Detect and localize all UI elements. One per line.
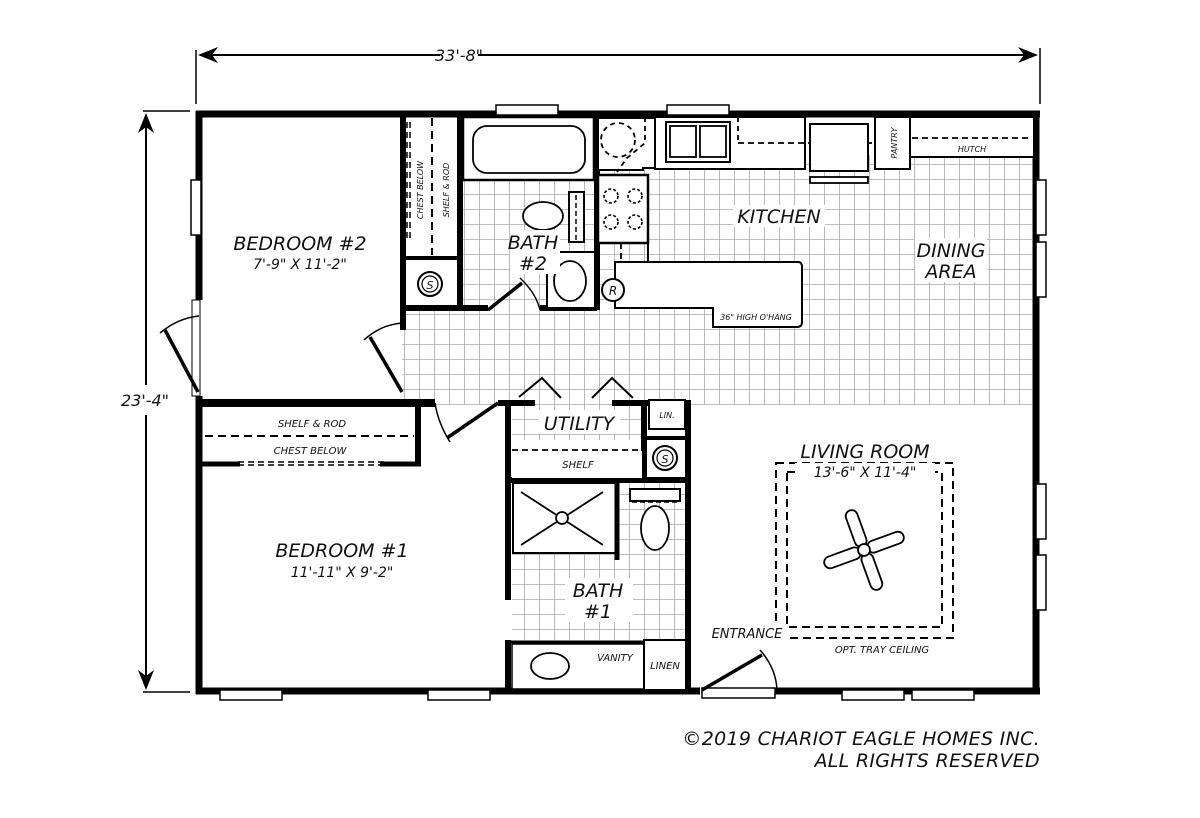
shelf-rod-label: SHELF & ROD <box>278 419 346 430</box>
dining-name-line2: AREA <box>923 261 976 283</box>
living-room-dims: 13'-6" X 11'-4" <box>814 465 917 481</box>
bath2-name-line2: #2 <box>519 253 547 275</box>
linen-label: LINEN <box>650 661 680 672</box>
bath1-fixtures: VANITY LINEN <box>511 482 687 691</box>
bedroom2-closet: CHEST BELOW SHELF & ROD S <box>406 118 451 297</box>
chest-below-label: CHEST BELOW <box>274 446 348 457</box>
refrigerator-space <box>809 123 869 172</box>
depth-dimension: 23'-4" <box>121 110 190 693</box>
living-room-name: LIVING ROOM <box>800 441 929 463</box>
svg-text:S: S <box>427 279 434 292</box>
vanity-label: VANITY <box>597 653 634 664</box>
tray-ceiling-label: OPT. TRAY CEILING <box>835 645 930 656</box>
hutch <box>909 116 1035 158</box>
hutch-label: HUTCH <box>958 145 986 154</box>
doors[interactable] <box>159 277 778 699</box>
kitchen-fixtures: PANTRY HUTCH 36" HIGH O'HANG R <box>596 116 1035 328</box>
bedroom2-name: BEDROOM #2 <box>233 233 366 255</box>
tray-ceiling <box>775 462 954 639</box>
range-icon <box>596 173 650 245</box>
bath2-name-line1: BATH <box>508 232 559 254</box>
vanity-sink-icon <box>530 652 570 680</box>
bath1-name-line2: #1 <box>584 601 612 623</box>
chest-below-vertical: CHEST BELOW <box>416 160 425 219</box>
water-heater-icon: S <box>417 271 443 297</box>
toilet-icon <box>522 201 564 231</box>
pantry <box>874 116 911 170</box>
bedroom2-dims: 7'-9" X 11'-2" <box>253 257 347 273</box>
bedroom1-closet: SHELF & ROD CHEST BELOW <box>205 419 414 466</box>
bath1-name-line1: BATH <box>573 580 624 602</box>
room-labels: BEDROOM #2 7'-9" X 11'-2" BATH #2 KITCHE… <box>233 205 987 656</box>
lin-label: LIN. <box>659 411 674 420</box>
tile-floors <box>402 155 1032 640</box>
water-heater-icon-2: S <box>652 445 678 471</box>
shelf-label: SHELF <box>562 460 594 471</box>
pantry-label: PANTRY <box>890 126 899 158</box>
svg-text:S: S <box>662 453 669 466</box>
bedroom1-dims: 11'-11" X 9'-2" <box>291 565 394 581</box>
copyright-notice: ©2019 CHARIOT EAGLE HOMES INC. ALL RIGHT… <box>682 728 1040 772</box>
ceiling-fan-icon <box>823 509 905 591</box>
copyright-line1: ©2019 CHARIOT EAGLE HOMES INC. <box>682 728 1040 750</box>
dining-name-line1: DINING <box>917 240 986 262</box>
width-dimension: 33'-8" <box>195 46 1041 104</box>
bedroom1-name: BEDROOM #1 <box>275 540 408 562</box>
svg-text:R: R <box>609 284 617 298</box>
utility-fixtures: SHELF LIN. S <box>512 376 688 478</box>
refrigerator-icon: R <box>601 278 625 302</box>
bath2-fixtures <box>461 115 596 309</box>
bathtub-icon <box>472 125 586 174</box>
bath2-door[interactable] <box>486 277 541 312</box>
overhang-label: 36" HIGH O'HANG <box>720 313 792 322</box>
entrance-label: ENTRANCE <box>712 627 784 642</box>
shelf-rod-vertical: SHELF & ROD <box>442 163 451 218</box>
utility-name: UTILITY <box>544 413 616 435</box>
kitchen-name: KITCHEN <box>737 206 820 228</box>
windows <box>190 104 1047 701</box>
bedroom2-exterior-door[interactable] <box>159 299 201 397</box>
depth-label: 23'-4" <box>121 391 169 410</box>
bedroom2-door[interactable] <box>363 322 404 393</box>
bedroom1-door[interactable] <box>434 401 499 443</box>
copyright-line2: ALL RIGHTS RESERVED <box>814 750 1040 772</box>
toilet-icon-2 <box>640 505 670 551</box>
width-label: 33'-8" <box>435 46 483 65</box>
entrance-door[interactable] <box>701 649 778 699</box>
